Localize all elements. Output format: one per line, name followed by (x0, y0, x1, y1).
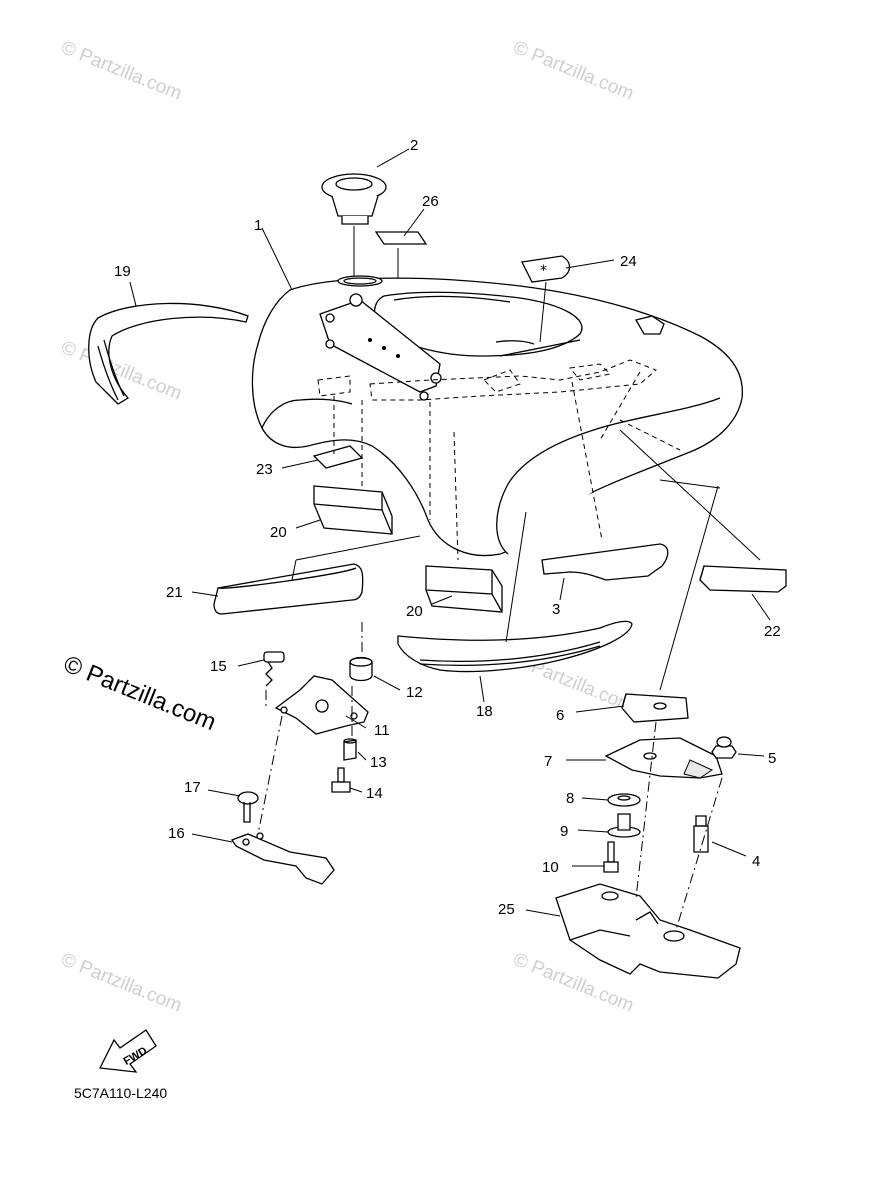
watermark: © Partzilla.com (58, 949, 185, 1016)
svg-text:*: * (540, 263, 547, 279)
callout-3: 3 (552, 601, 560, 618)
callout-15: 15 (210, 658, 227, 675)
callout-19: 19 (114, 263, 131, 280)
callout-25: 25 (498, 901, 515, 918)
callout-17: 17 (184, 779, 201, 796)
part-20-pad-lower (425, 565, 503, 613)
callout-7: 7 (544, 753, 552, 770)
callout-13: 13 (370, 754, 387, 771)
part-24-caution-label: * (521, 255, 571, 343)
callout-6: 6 (556, 707, 564, 724)
callout-16: 16 (168, 825, 185, 842)
placement-outlines (317, 359, 681, 561)
fwd-arrow-icon: FWD (99, 1029, 157, 1073)
callout-20b: 20 (406, 603, 423, 620)
callout-24: 24 (620, 253, 637, 270)
watermark: © Partzilla.com (510, 37, 637, 104)
part-22-pad (699, 565, 787, 593)
watermark: © Partzilla.com (58, 37, 185, 104)
part-3-pad (541, 543, 669, 581)
callout-22: 22 (764, 623, 781, 640)
callout-9: 9 (560, 823, 568, 840)
callout-18: 18 (476, 703, 493, 720)
part-1-fuel-tank (251, 275, 744, 557)
callout-21: 21 (166, 584, 183, 601)
callout-20a: 20 (270, 524, 287, 541)
right-mount-hardware (555, 693, 741, 979)
callout-1: 1 (254, 217, 262, 234)
callout-10: 10 (542, 859, 559, 876)
callout-11: 11 (374, 722, 390, 739)
callouts: 1 2 3 4 5 6 7 8 9 10 11 12 13 14 15 16 1… (114, 137, 781, 918)
left-mount-hardware (231, 622, 373, 885)
callout-26: 26 (422, 193, 439, 210)
callout-5: 5 (768, 750, 776, 767)
watermark-large: © Partzilla.com (60, 651, 220, 737)
callout-23: 23 (256, 461, 273, 478)
part-2-filler-cap (321, 173, 387, 276)
part-20-pad-upper (313, 485, 393, 535)
part-19-trim-strip (88, 302, 249, 405)
callout-8: 8 (566, 790, 574, 807)
callout-14: 14 (366, 785, 383, 802)
callout-2: 2 (410, 137, 418, 154)
part-26-label (374, 231, 428, 245)
part-21-pad (213, 535, 421, 615)
callout-12: 12 (406, 684, 423, 701)
part-23-pad (312, 445, 364, 469)
callout-4: 4 (752, 853, 760, 870)
diagram-code: 5C7A110-L240 (74, 1085, 167, 1101)
part-18-trim-strip (397, 620, 633, 673)
leader-lines (129, 148, 765, 917)
